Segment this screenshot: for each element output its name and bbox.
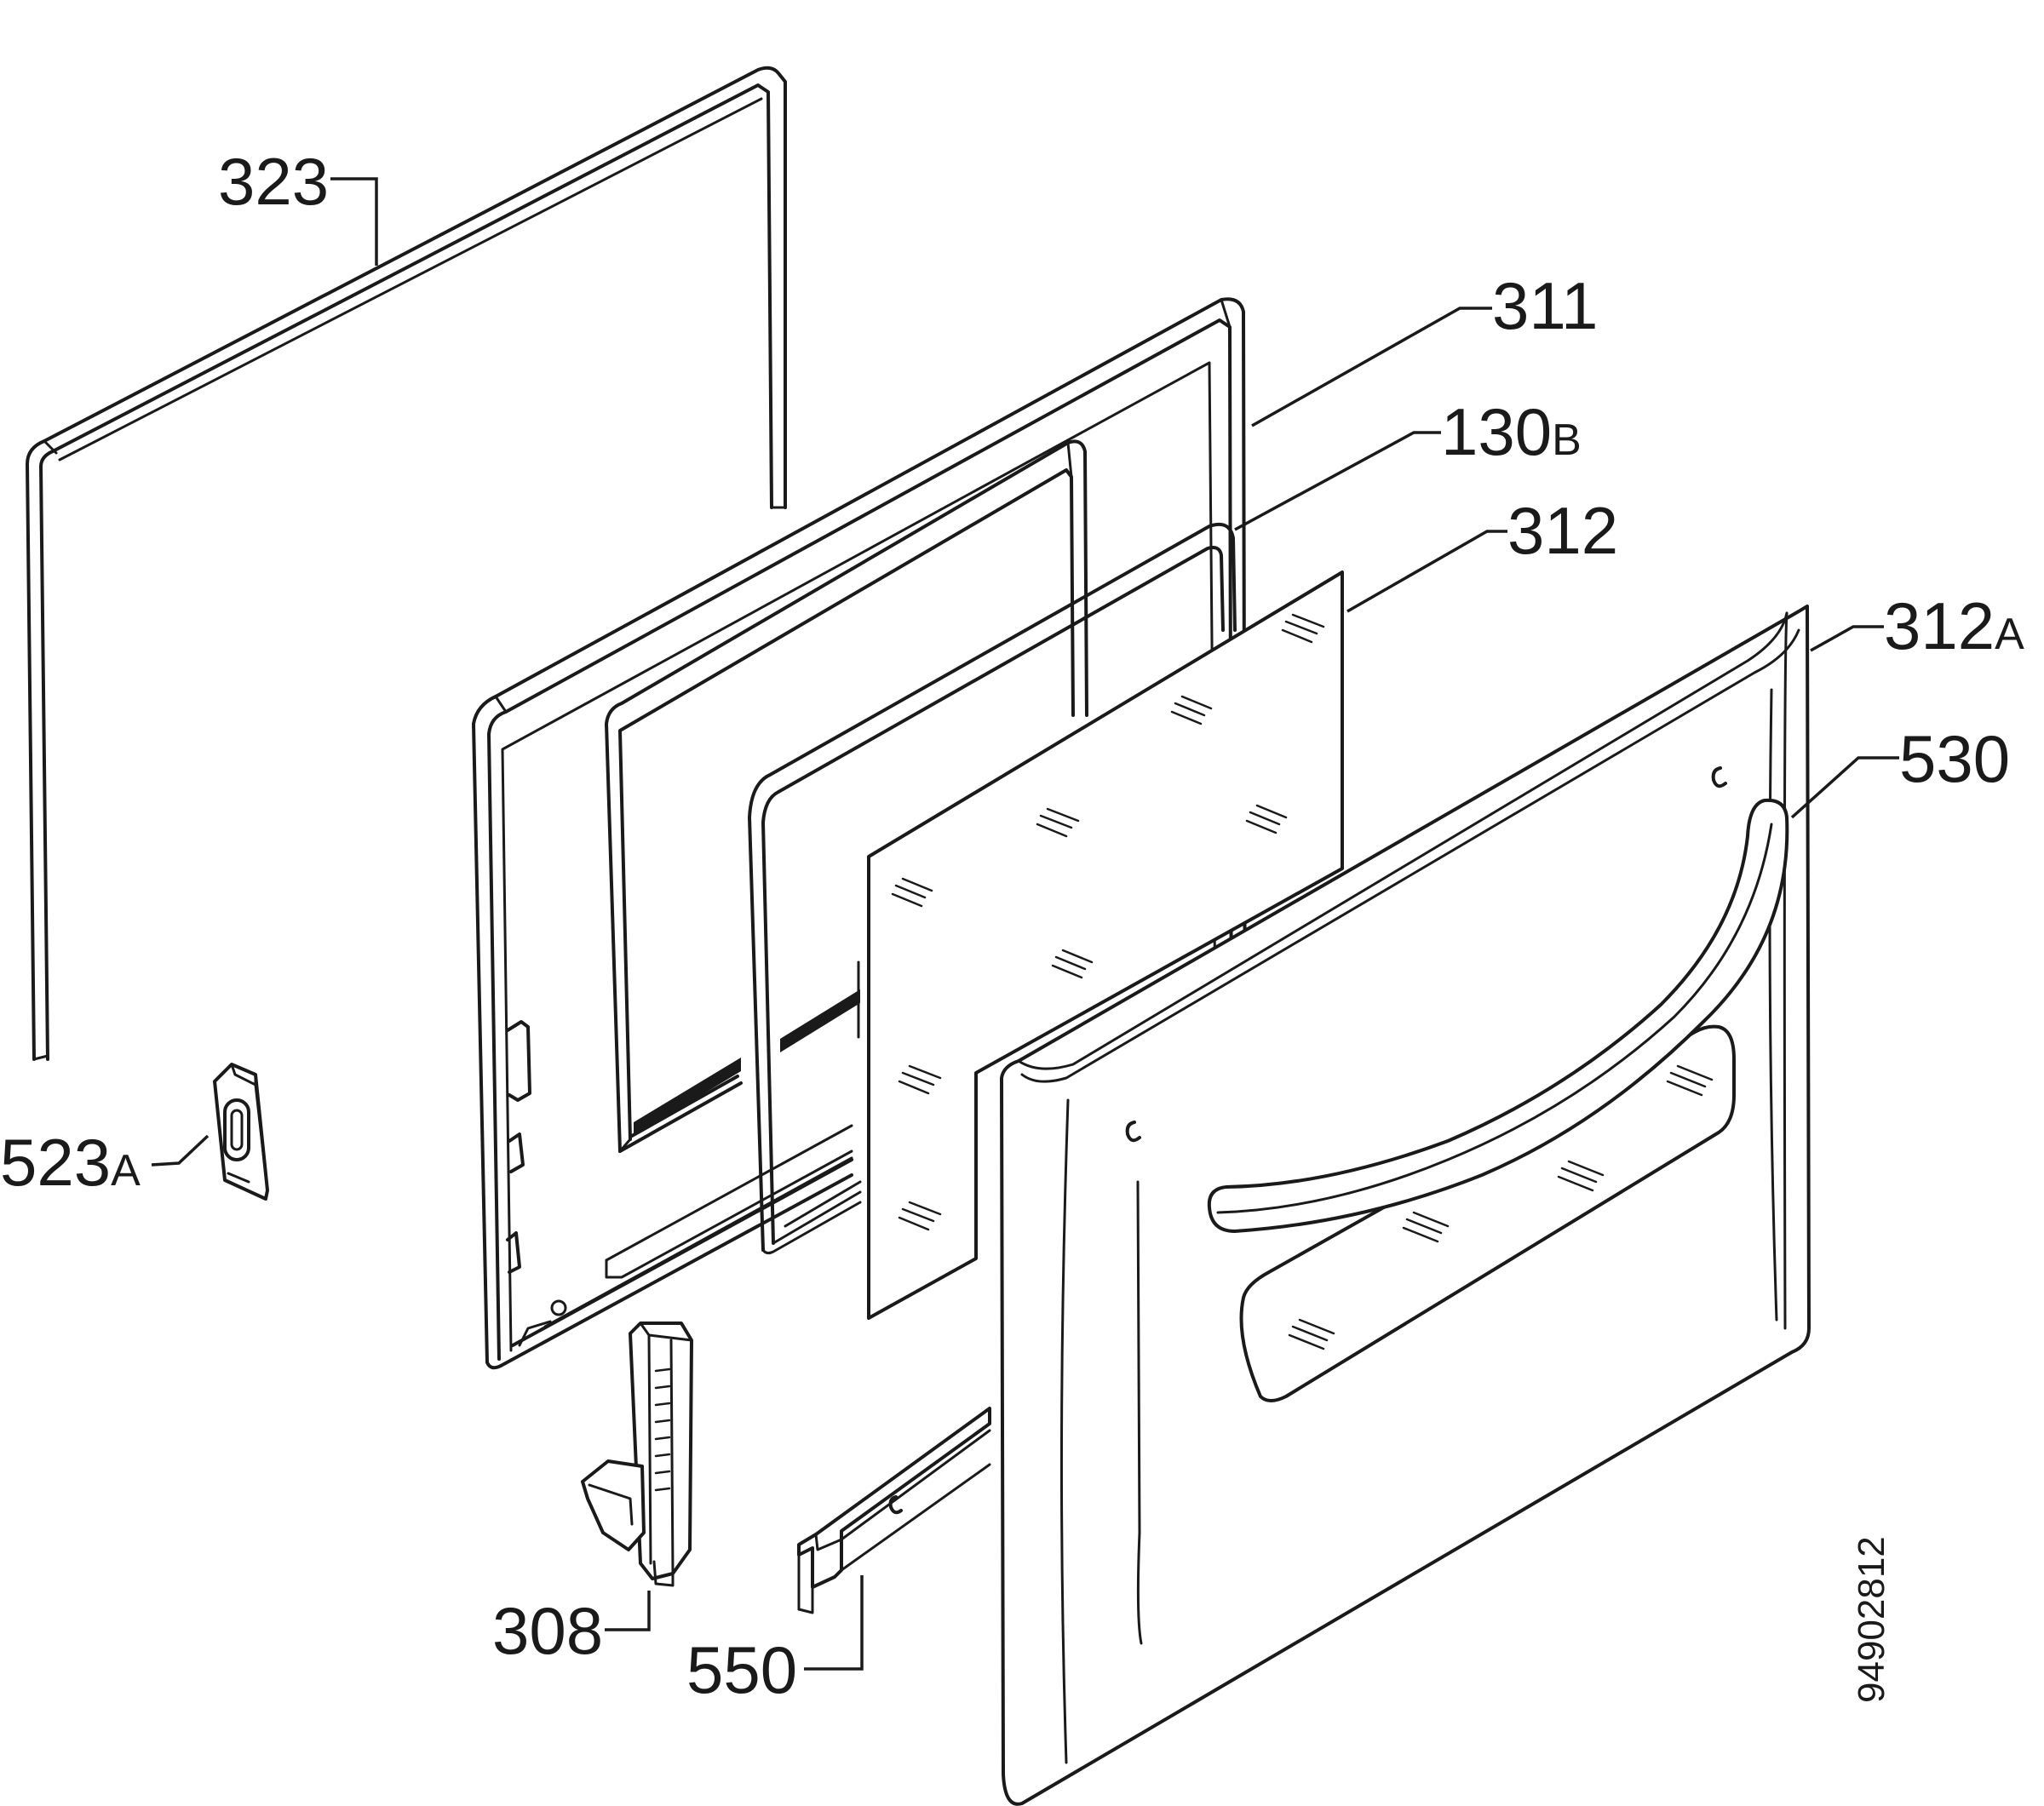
leader-323 xyxy=(330,177,378,266)
leader-530 xyxy=(1790,756,1899,819)
label-323: 323 xyxy=(218,144,329,219)
leader-308 xyxy=(605,1591,651,1631)
part-130B-glass-seal xyxy=(748,522,1237,1255)
document-number: 94902812 xyxy=(1851,1536,1892,1703)
label-523A: 523A xyxy=(0,1125,141,1200)
leader-311 xyxy=(1251,307,1492,427)
part-523A-door-catch xyxy=(213,1063,269,1201)
label-312: 312 xyxy=(1507,493,1618,568)
leader-312 xyxy=(1346,530,1507,613)
callout-labels: 323 311 130B 312 312A 530 523A 308 550 xyxy=(0,144,2024,1707)
label-311: 311 xyxy=(1492,268,1598,343)
part-inner-window-frame xyxy=(605,439,1088,1153)
part-312A-outer-door-panel xyxy=(1000,605,1811,1806)
label-312A: 312A xyxy=(1884,588,2024,663)
leader-550 xyxy=(804,1575,864,1671)
part-550-bottom-trim xyxy=(797,1407,991,1614)
leader-523A xyxy=(151,1134,210,1167)
leader-312A xyxy=(1810,625,1884,652)
leader-lines xyxy=(151,177,1899,1671)
leader-130B xyxy=(1234,431,1441,531)
label-308: 308 xyxy=(492,1593,603,1668)
label-550: 550 xyxy=(686,1632,797,1707)
part-312-glass-pane xyxy=(867,570,1344,1320)
part-530-handle xyxy=(1207,798,1789,1233)
part-323-door-seal xyxy=(26,66,787,1061)
part-308-hinge xyxy=(581,1322,693,1587)
label-130B: 130B xyxy=(1441,394,1582,469)
label-530: 530 xyxy=(1899,721,2010,796)
part-311-inner-frame xyxy=(472,297,1247,1370)
